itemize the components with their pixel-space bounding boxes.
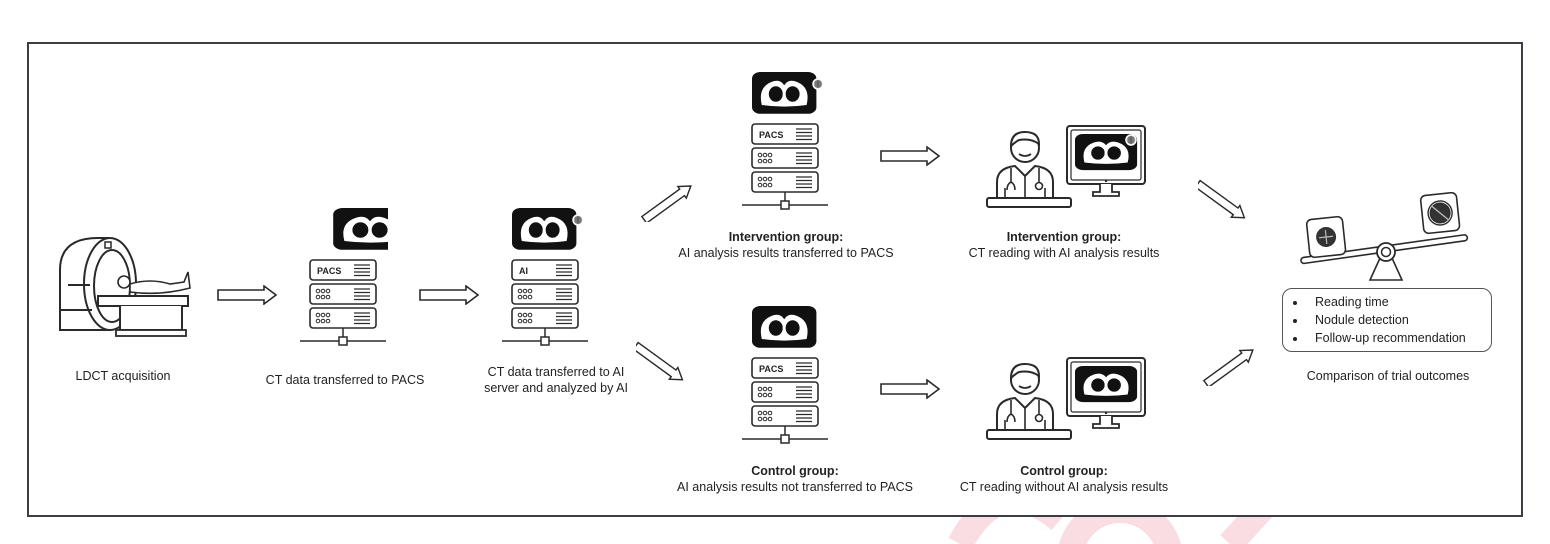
diagram-frame xyxy=(27,42,1523,517)
control-pacs-text: AI analysis results not transferred to P… xyxy=(677,480,913,494)
ai-caption-line-2: server and analyzed by AI xyxy=(484,381,628,395)
intervention-reading-caption: Intervention group: CT reading with AI a… xyxy=(969,229,1160,261)
arrow-right-icon xyxy=(880,379,940,399)
server-label: PACS xyxy=(317,266,341,276)
control-pacs-server-icon: PACS xyxy=(742,306,828,444)
pacs-server-icon: PACS xyxy=(300,208,388,346)
server-label: PACS xyxy=(759,364,783,374)
pacs-caption: CT data transferred to PACS xyxy=(265,373,425,387)
server-label: PACS xyxy=(759,130,783,140)
ai-server-icon: AI xyxy=(502,208,588,346)
intervention-pacs-caption: Intervention group: AI analysis results … xyxy=(678,229,893,261)
intervention-pacs-title: Intervention group: xyxy=(728,230,844,244)
server-label: AI xyxy=(519,266,528,276)
arrow-up-right-icon xyxy=(1202,349,1254,386)
arrow-right-icon xyxy=(419,285,479,305)
arrow-right-icon xyxy=(217,285,277,305)
control-radiologist-icon xyxy=(986,357,1146,440)
arrow-up-right-icon xyxy=(640,185,692,222)
ai-chip-icon xyxy=(1305,215,1347,259)
intervention-reading-title: Intervention group: xyxy=(1006,230,1122,244)
comparison-caption: Comparison of trial outcomes xyxy=(1306,369,1470,383)
control-reading-text: CT reading without AI analysis results xyxy=(959,480,1169,494)
intervention-reading-text: CT reading with AI analysis results xyxy=(968,246,1160,260)
control-pacs-title: Control group: xyxy=(751,464,839,478)
control-pacs-caption: Control group: AI analysis results not t… xyxy=(677,463,913,495)
ct-scanner-icon xyxy=(59,237,191,337)
intervention-radiologist-icon xyxy=(986,125,1146,208)
arrow-down-right-icon xyxy=(636,341,684,381)
control-reading-caption: Control group: CT reading without AI ana… xyxy=(960,463,1168,495)
intervention-pacs-server-icon: PACS xyxy=(742,72,828,210)
control-reading-title: Control group: xyxy=(1020,464,1108,478)
outcome-item: Reading time xyxy=(1307,293,1491,311)
outcome-item: Follow-up recommendation xyxy=(1307,329,1491,347)
outcome-item: Nodule detection xyxy=(1307,311,1491,329)
ldct-caption: LDCT acquisition xyxy=(75,369,171,383)
trial-outcomes-box: Reading time Nodule detection Follow-up … xyxy=(1282,288,1492,352)
no-ai-chip-icon xyxy=(1419,192,1461,235)
balance-seesaw-icon xyxy=(1300,192,1469,281)
arrow-right-icon xyxy=(880,146,940,166)
arrow-down-right-icon xyxy=(1198,179,1246,219)
intervention-pacs-text: AI analysis results transferred to PACS xyxy=(678,246,894,260)
ai-caption-line-1: CT data transferred to AI xyxy=(487,365,625,379)
